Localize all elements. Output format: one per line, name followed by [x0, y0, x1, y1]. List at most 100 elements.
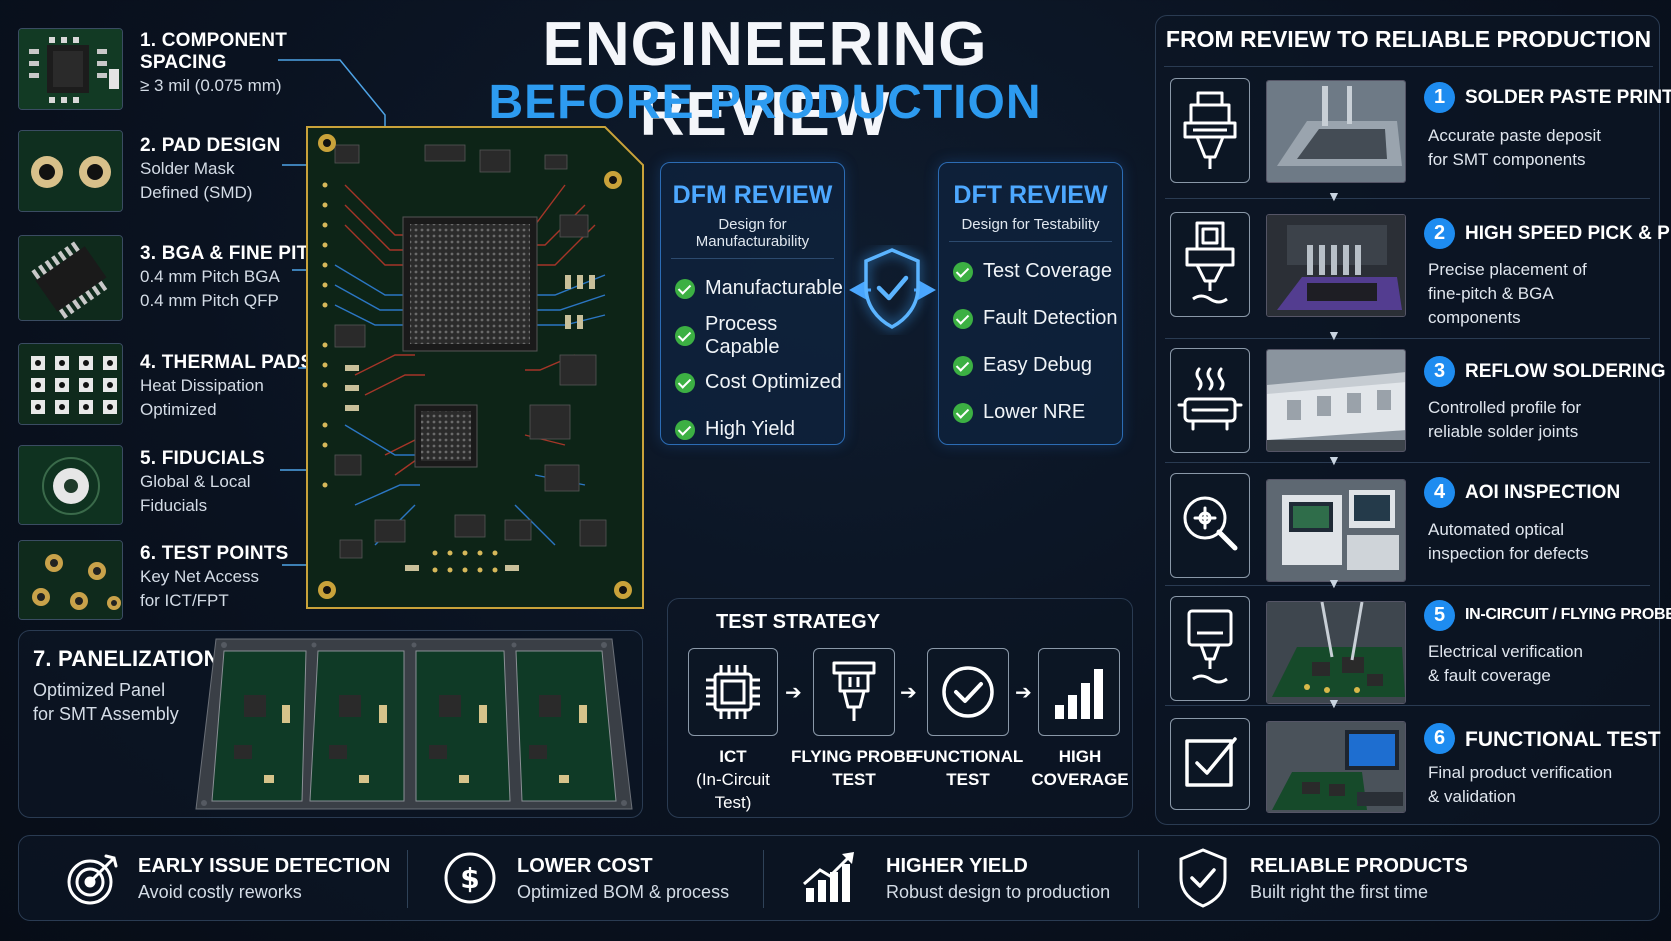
dfm-subtitle: Design for Manufacturability: [671, 216, 834, 259]
benefit-subtitle: Robust design to production: [886, 882, 1111, 902]
ts-label-line: (In-Circuit: [696, 770, 770, 789]
benefit-early-detection: EARLY ISSUE DETECTION Avoid costly rewor…: [138, 855, 390, 903]
feature-title: 4. THERMAL PADS: [140, 352, 314, 373]
step-divider: [1165, 585, 1650, 586]
step-number-badge: 5: [1424, 600, 1455, 631]
growth-chart-icon: [800, 848, 860, 906]
feature-title: 3. BGA & FINE PITCH: [140, 243, 337, 264]
dfm-item: Cost Optimized: [675, 359, 844, 406]
feature-subtitle: Defined (SMD): [140, 183, 253, 202]
ts-label-line: HIGH: [1058, 747, 1102, 766]
functional-test-photo: [1266, 721, 1406, 813]
step-title: SOLDER PASTE PRINTING: [1465, 87, 1671, 108]
panelization-subtitle: for SMT Assembly: [33, 704, 179, 724]
probe-icon: [813, 648, 895, 736]
feature-fiducials: 5. FIDUCIALS Global & Local Fiducials: [140, 448, 265, 518]
step-number-badge: 1: [1424, 82, 1455, 113]
benefit-title: EARLY ISSUE DETECTION: [138, 855, 391, 877]
aoi-machine-photo: [1266, 479, 1406, 582]
step-divider: [1165, 198, 1650, 199]
step-divider: [1165, 462, 1650, 463]
probe-test-icon: [1170, 596, 1250, 701]
ts-label-flying-probe: FLYING PROBE TEST: [788, 745, 920, 791]
feature-subtitle: Fiducials: [140, 496, 208, 515]
check-icon: [953, 402, 973, 423]
dfm-item-label: High Yield: [705, 418, 796, 440]
benefit-divider: [1138, 850, 1139, 908]
step-number-badge: 6: [1424, 723, 1455, 754]
feature-title: 6. TEST POINTS: [140, 543, 289, 564]
feature-subtitle: Key Net Access: [140, 567, 260, 586]
dft-item: Fault Detection: [953, 295, 1122, 342]
feature-subtitle: Heat Dissipation: [140, 376, 264, 395]
check-circle-icon: [927, 648, 1009, 736]
step-number-badge: 3: [1424, 356, 1455, 387]
step-desc-line: Precise placement of: [1428, 260, 1587, 279]
step-desc-line: fine-pitch & BGA: [1428, 284, 1554, 303]
panelization-section: 7. PANELIZATION Optimized Panel for SMT …: [18, 630, 643, 818]
feature-title-line2: SPACING: [140, 52, 227, 73]
ts-label-line: TEST: [832, 770, 876, 789]
magnifier-icon: [1170, 473, 1250, 578]
step-title: HIGH SPEED PICK & PLACE: [1465, 223, 1671, 244]
dft-item-label: Fault Detection: [983, 307, 1118, 329]
dft-item-label: Easy Debug: [983, 354, 1092, 376]
step-divider: [1165, 705, 1650, 706]
arrow-right-icon: ➔: [900, 682, 917, 704]
test-strategy-title: TEST STRATEGY: [716, 611, 881, 633]
feature-subtitle: Optimized: [140, 400, 217, 419]
panelization-title: 7. PANELIZATION: [33, 646, 220, 671]
checkbox-icon: [1170, 718, 1250, 810]
feature-title: 5. FIDUCIALS: [140, 448, 265, 469]
benefit-higher-yield: HIGHER YIELD Robust design to production: [886, 855, 1110, 903]
check-icon: [675, 419, 695, 440]
dfm-item: High Yield: [675, 406, 844, 453]
benefit-subtitle: Avoid costly reworks: [138, 882, 302, 902]
title-divider: [1164, 66, 1653, 67]
step-desc-line: components: [1428, 308, 1521, 327]
benefit-divider: [407, 850, 408, 908]
dfm-review-card: DFM REVIEW Design for Manufacturability …: [660, 162, 845, 445]
dft-item: Test Coverage: [953, 248, 1122, 295]
dollar-icon: $: [442, 850, 498, 906]
step-desc-line: Automated optical: [1428, 520, 1565, 539]
feature-subtitle: Solder Mask: [140, 159, 235, 178]
check-icon: [953, 261, 973, 282]
dft-review-card: DFT REVIEW Design for Testability Test C…: [938, 162, 1123, 445]
target-icon: [62, 848, 122, 908]
step-description: Electrical verification & fault coverage: [1428, 640, 1653, 688]
benefit-title: RELIABLE PRODUCTS: [1250, 855, 1468, 877]
check-icon: [953, 355, 973, 376]
pad-design-thumbnail: [18, 130, 123, 212]
check-icon: [675, 325, 695, 346]
ict-flying-probe-photo: [1266, 601, 1406, 704]
benefit-lower-cost: LOWER COST Optimized BOM & process: [517, 855, 729, 903]
arrow-down-icon: ▼: [1327, 452, 1341, 468]
step-number-badge: 2: [1424, 218, 1455, 249]
step-desc-line: Final product verification: [1428, 763, 1613, 782]
feature-subtitle: Global & Local: [140, 472, 251, 491]
dfm-item-label: Cost Optimized: [705, 371, 842, 393]
panelization-text: 7. PANELIZATION Optimized Panel for SMT …: [33, 646, 220, 726]
step-desc-line: inspection for defects: [1428, 544, 1589, 563]
step-title: IN-CIRCUIT / FLYING PROBE TEST: [1465, 606, 1671, 623]
reflow-oven-photo: [1266, 349, 1406, 452]
component-spacing-thumbnail: [18, 28, 123, 110]
ts-label-line: TEST: [946, 770, 990, 789]
dft-item-label: Lower NRE: [983, 401, 1086, 423]
benefit-reliable-products: RELIABLE PRODUCTS Built right the first …: [1250, 855, 1468, 903]
step-title: REFLOW SOLDERING: [1465, 361, 1666, 382]
dft-title: DFT REVIEW: [953, 181, 1108, 209]
arrow-right-icon: ➔: [1015, 682, 1032, 704]
svg-text:$: $: [460, 862, 479, 895]
dfm-item: Process Capable: [675, 312, 844, 359]
benefit-title: LOWER COST: [517, 855, 653, 877]
panelization-subtitle: Optimized Panel: [33, 680, 166, 700]
dfm-title: DFM REVIEW: [672, 181, 833, 209]
ts-label-functional: FUNCTIONAL TEST: [912, 745, 1024, 791]
feature-subtitle: ≥ 3 mil (0.075 mm): [140, 76, 282, 95]
step-desc-line: for SMT components: [1428, 150, 1586, 169]
check-icon: [675, 372, 695, 393]
step-desc-line: & validation: [1428, 787, 1516, 806]
pcb-board-image: [305, 125, 645, 610]
